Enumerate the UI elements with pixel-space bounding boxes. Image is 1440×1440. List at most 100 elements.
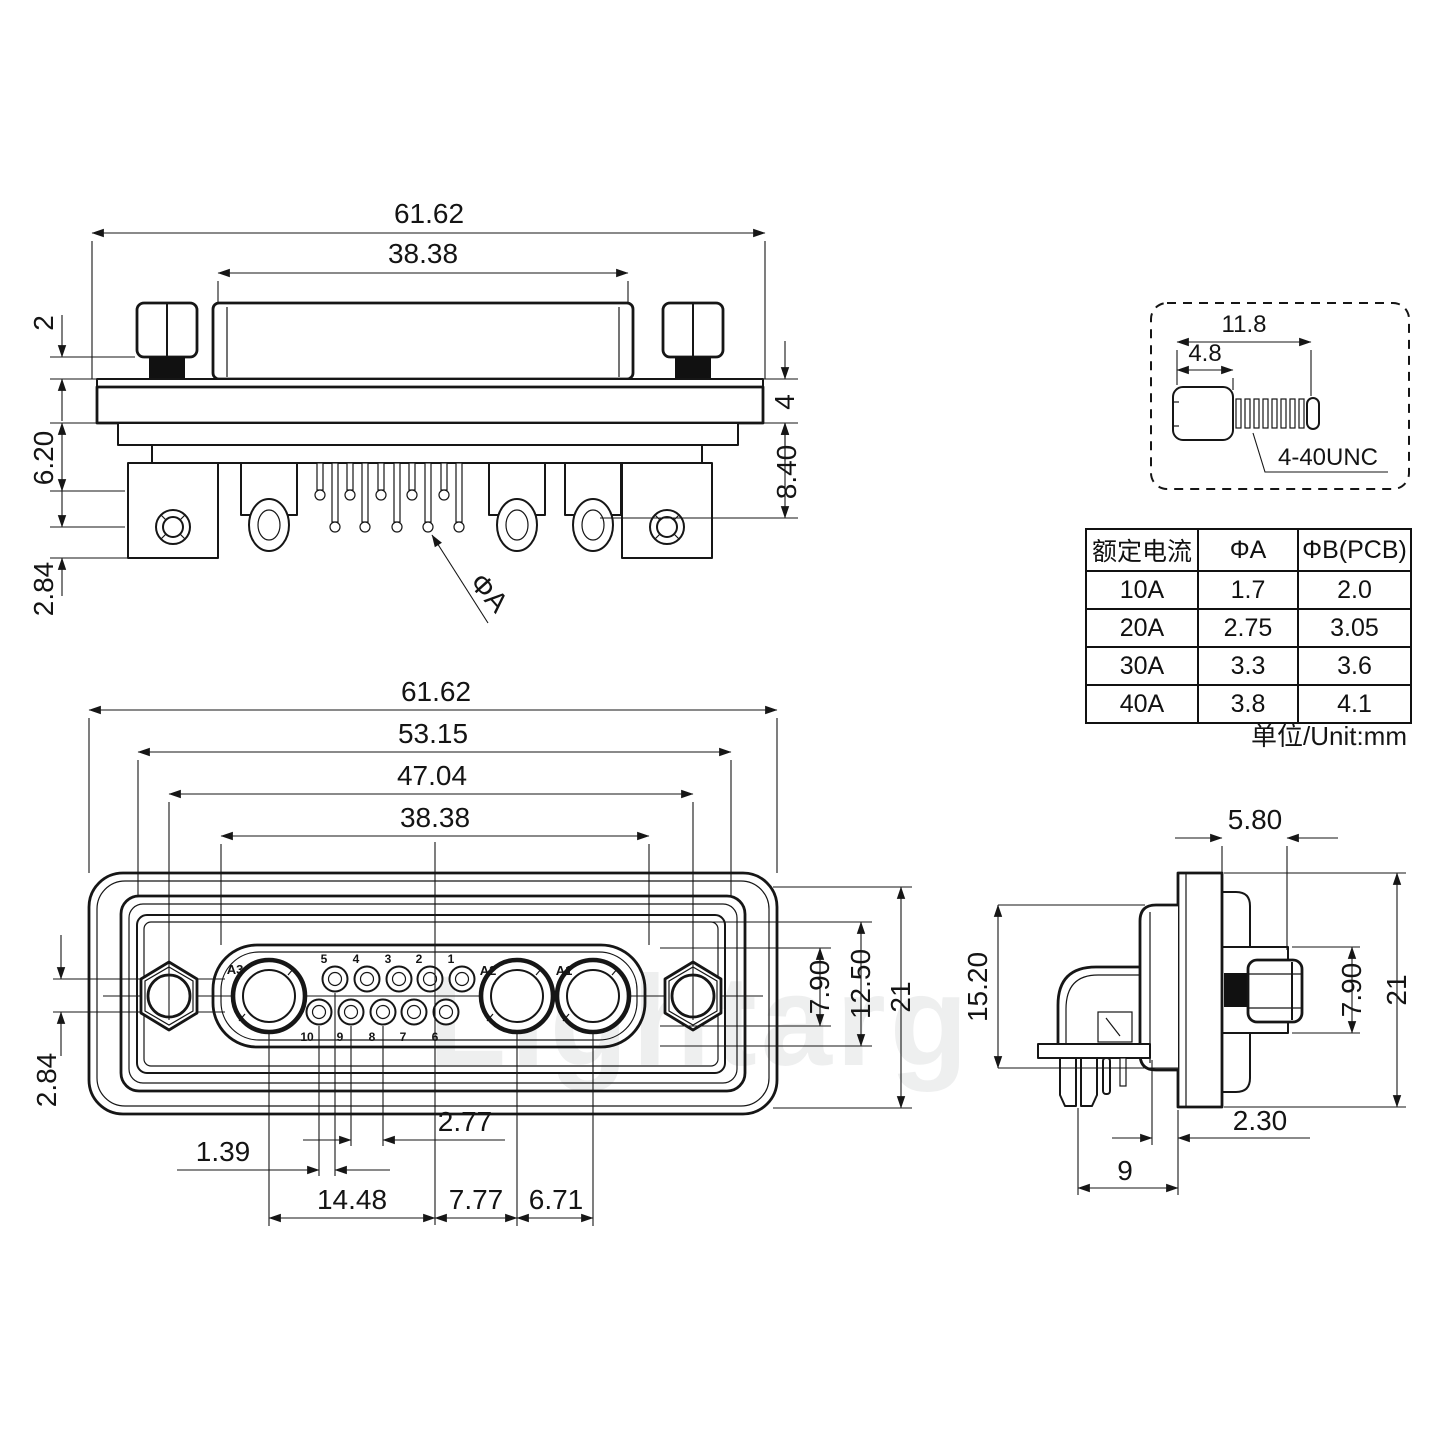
dim-front-row-offset: 2.84: [31, 1053, 62, 1108]
spec-cell: 40A: [1085, 684, 1199, 724]
dim-side-nut-height: 7.90: [1336, 963, 1367, 1018]
outer-shell: [87, 871, 779, 1116]
front-body: A3 A2 A1 5 4 3 2 1 10 9 8 7 6: [53, 871, 779, 1116]
elbow-housing: [1056, 965, 1140, 1044]
spec-header-dia-a: ΦA: [1197, 528, 1299, 572]
left-thumbscrew-thread: [149, 357, 185, 380]
top-view-body: [95, 301, 765, 559]
spec-cell: 20A: [1085, 608, 1199, 648]
dim-top-cap-width: 38.38: [388, 238, 458, 269]
dim-top-foot: 2.84: [28, 562, 59, 617]
spec-cell: 3.05: [1297, 608, 1412, 648]
signal-pin: [1102, 1057, 1111, 1095]
front-dimensions: 61.62 53.15 47.04 38.38 2.84 7.90 12.50 …: [31, 676, 916, 1226]
solder-pin: [1059, 1057, 1077, 1107]
dim-front-shroud-height: 7.90: [804, 960, 835, 1015]
signal-pins-back-row: [314, 462, 450, 501]
screw-dimensions: 11.8 4.8 4-40UNC: [1176, 311, 1388, 473]
signal-pins-top-row: [321, 965, 476, 993]
detail-frame: [1150, 302, 1410, 490]
spec-header-current: 额定电流: [1085, 528, 1199, 572]
power-solder-cups: [248, 498, 614, 552]
spec-cell: 30A: [1085, 646, 1199, 686]
spec-row-40a: 40A 3.8 4.1: [1085, 684, 1412, 724]
dim-side-pin-to-face: 9: [1117, 1155, 1133, 1186]
label-a3: A3: [227, 962, 244, 977]
dim-screw-head: 4.8: [1188, 340, 1221, 367]
label-a1: A1: [556, 963, 573, 978]
mounting-flange: [1176, 871, 1224, 1109]
insulator: [151, 444, 703, 464]
dim-top-total-width: 61.62: [394, 198, 464, 229]
spec-cell: 10A: [1085, 570, 1199, 610]
view-top-elevation: 61.62 38.38 2 6.20 2.84 4 8.40 ΦA: [28, 198, 802, 624]
body-step: [117, 422, 739, 446]
dim-side-shroud-gap: 2.30: [1233, 1105, 1288, 1136]
dim-side-body-height: 15.20: [962, 952, 993, 1022]
flange: [95, 385, 765, 425]
dim-front-total-width: 61.62: [401, 676, 471, 707]
unit-note: 单位/Unit:mm: [1250, 721, 1407, 751]
spec-table: 额定电流 ΦA ΦB(PCB) 10A 1.7 2.0 20A 2.75 3.0…: [1085, 528, 1412, 724]
view-front: A3 A2 A1 5 4 3 2 1 10 9 8 7 6 61.62 53.1: [31, 676, 916, 1226]
dim-screw-total: 11.8: [1222, 311, 1267, 338]
label-pin5: 5: [321, 952, 328, 966]
dim-front-mount-spacing: 47.04: [397, 760, 467, 791]
callout-pin-diameter: ΦA: [464, 567, 515, 618]
side-dimensions: 5.80 15.20 7.90 21 2.30 9: [962, 804, 1412, 1195]
pin-labels: A3 A2 A1 5 4 3 2 1 10 9 8 7 6: [227, 952, 573, 1044]
spec-cell: 2.75: [1197, 608, 1299, 648]
spec-cell: 2.0: [1297, 570, 1412, 610]
dim-top-pin-tail: 8.40: [771, 445, 802, 500]
inner-panel: [136, 914, 726, 1074]
jackscrew-nut: [1246, 958, 1304, 1024]
spec-cell: 1.7: [1197, 570, 1299, 610]
signal-pin: [1119, 1057, 1127, 1087]
view-side: 5.80 15.20 7.90 21 2.30 9: [962, 804, 1412, 1195]
screw-body: [1172, 386, 1320, 441]
spec-row-30a: 30A 3.3 3.6: [1085, 646, 1412, 686]
screw-thread-label: 4-40UNC: [1278, 444, 1378, 471]
screw-head: [1172, 386, 1234, 441]
solder-pin: [1080, 1057, 1098, 1107]
top-view-dimensions: 61.62 38.38 2 6.20 2.84 4 8.40 ΦA: [28, 198, 802, 624]
label-pin10: 10: [300, 1030, 314, 1044]
dim-front-shroud-width: 38.38: [400, 802, 470, 833]
power-pin-a3: [230, 957, 308, 1035]
mid-flange: [119, 894, 747, 1093]
label-pin7: 7: [400, 1030, 407, 1044]
dim-front-center-a2: 7.77: [449, 1184, 504, 1215]
spec-header-dia-b: ΦB(PCB): [1297, 528, 1412, 572]
label-pin9: 9: [337, 1030, 344, 1044]
dim-top-screw-protrusion: 2: [28, 315, 59, 331]
view-screw-detail: 11.8 4.8 4-40UNC: [1150, 302, 1410, 490]
label-pin1: 1: [448, 952, 455, 966]
dim-side-total-height: 21: [1381, 974, 1412, 1005]
right-thumbscrew-thread: [675, 357, 711, 380]
pcb-locator: [1037, 1043, 1151, 1059]
spec-cell: 3.8: [1197, 684, 1299, 724]
signal-pins-bottom-row: [305, 998, 460, 1026]
dim-side-bracket-width: 5.80: [1228, 804, 1283, 835]
spec-cell: 3.6: [1297, 646, 1412, 686]
connector-cap: [211, 301, 635, 381]
label-pin2: 2: [416, 952, 423, 966]
spec-row-20a: 20A 2.75 3.05: [1085, 608, 1412, 648]
spec-row-10a: 10A 1.7 2.0: [1085, 570, 1412, 610]
dim-front-a3-center: 14.48: [317, 1184, 387, 1215]
dim-front-pin-pitch: 2.77: [438, 1106, 493, 1137]
label-pin3: 3: [385, 952, 392, 966]
dim-top-body-depth: 6.20: [28, 431, 59, 486]
jackscrew-thread: [1224, 973, 1248, 1007]
dim-front-a2-a1: 6.71: [529, 1184, 584, 1215]
side-body: [1037, 871, 1304, 1109]
dim-top-flange-thickness: 4: [769, 394, 800, 410]
spec-cell: 3.3: [1197, 646, 1299, 686]
dim-front-insert-height: 12.50: [845, 949, 876, 1019]
label-pin8: 8: [369, 1030, 376, 1044]
spec-header-row: 额定电流 ΦA ΦB(PCB): [1085, 528, 1412, 572]
label-pin4: 4: [353, 952, 360, 966]
screw-tip: [1306, 397, 1320, 430]
spec-cell: 4.1: [1297, 684, 1412, 724]
